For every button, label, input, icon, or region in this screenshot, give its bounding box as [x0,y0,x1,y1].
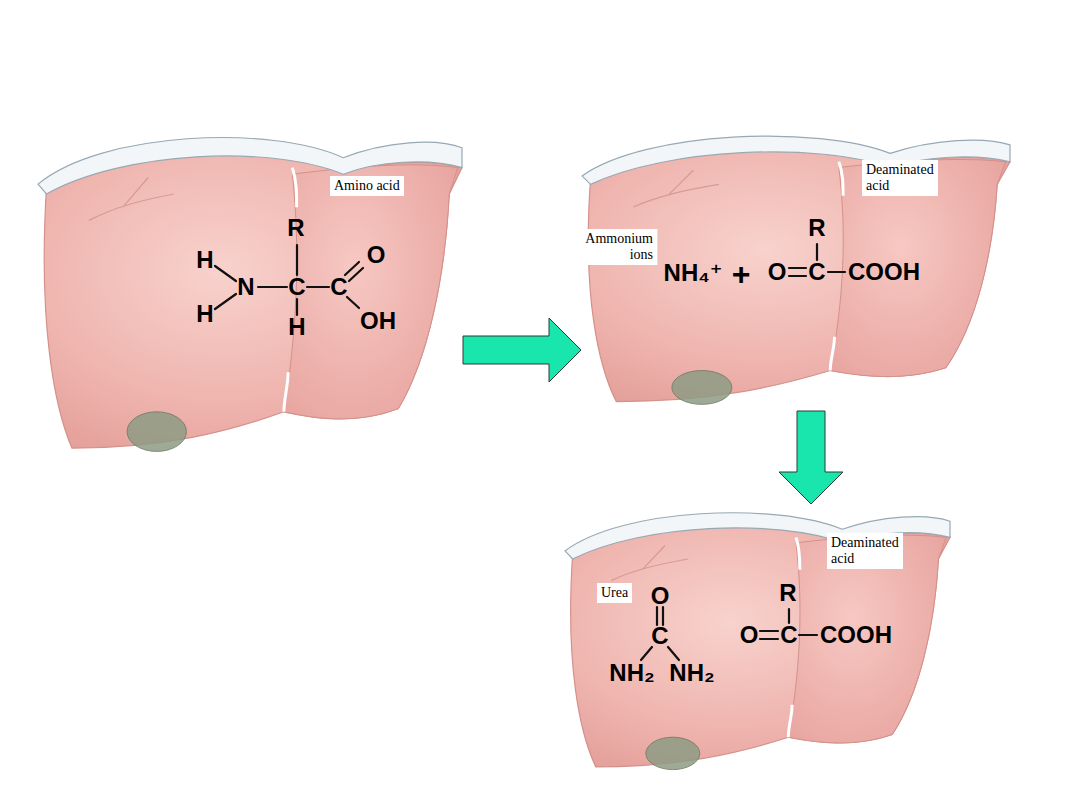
molecule-label: Ammonium ions [581,229,657,265]
gallbladder [127,412,186,452]
gallbladder [672,371,732,405]
falciform-ligament [796,537,800,569]
plus-sign: + [732,258,751,290]
atom-symbol: O [768,260,787,284]
chemical-formula: NH₂ [669,661,714,685]
atom-symbol: H [288,315,305,339]
atom-symbol: C [780,623,797,647]
liver-illustration: HNHRCOOHAmino acidCH [38,128,462,458]
chemical-formula: COOH [820,623,892,647]
liver-left-lobe [571,525,950,767]
atom-symbol: O [651,584,670,608]
falciform-ligament [839,162,843,196]
gallbladder [646,737,700,769]
liver-left-lobe [44,152,462,448]
molecule-label: Urea [597,583,632,603]
liver-vein [611,546,688,581]
falciform-ligament [788,705,792,737]
liver-shape [582,128,1010,410]
liver-illustration: R Ammonium ionsNH₄⁺ + Deaminated acidOC COOH [582,128,1010,410]
atom-symbol: R [779,581,796,605]
atom-symbol: C [330,275,347,299]
liver-right-lobe [830,160,1005,377]
falciform-ligament [292,168,296,208]
atom-symbol: C [288,275,305,299]
atom-symbol: OH [360,309,396,333]
liver-vein [633,170,719,207]
atom-symbol: C [651,624,668,648]
chemical-formula: COOH [848,260,920,284]
atom-symbol: O [740,623,759,647]
molecule-label: Deaminated acid [827,533,903,569]
molecule-label: Deaminated acid [862,160,938,196]
liver-right-lobe [284,165,458,419]
chemical-formula: NH₄⁺ [664,261,723,285]
falciform-ligament [830,337,834,371]
atom-symbol: H [196,248,213,272]
atom-symbol: O [367,243,386,267]
falciform-ligament [284,372,288,412]
chemical-formula: NH₂ [609,661,654,685]
atom-symbol: H [196,302,213,326]
ligament-band [582,136,1010,184]
molecule-label: Amino acid [330,176,404,196]
atom-symbol: R [287,216,304,240]
atom-symbol: C [808,260,825,284]
block-arrow [779,411,843,504]
liver-vein [89,178,174,221]
liver-illustration: RUreaOCNH₂NH₂Deaminated acidOCCOOH [565,505,950,775]
liver-left-lobe [588,149,1010,402]
atom-symbol: R [808,216,825,240]
block-arrow [463,318,581,382]
atom-symbol: N [237,275,254,299]
